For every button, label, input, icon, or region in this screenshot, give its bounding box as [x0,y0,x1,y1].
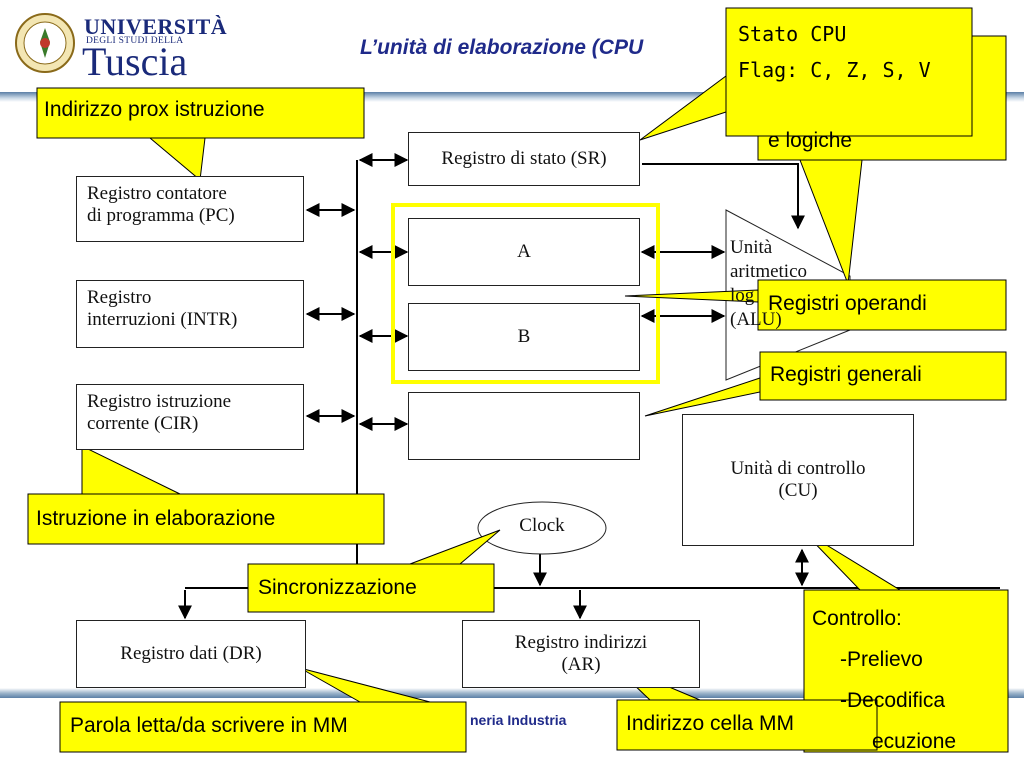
register-b-label: B [517,326,531,347]
callout-cir-pointer [81,445,181,495]
callout-sr-line2: Flag: C, Z, S, V [738,58,931,82]
register-a-label: A [517,241,531,262]
callout-generali-pointer [644,377,761,417]
callout-sync-box [247,563,495,613]
callout-operandi-box [757,279,1007,331]
university-seal-icon [15,13,75,73]
cu-line2: (CU) [778,480,818,501]
footer-bar [0,688,1024,698]
callout-dr-pointer [299,667,431,703]
callout-cu-line4: ecuzione [872,730,957,753]
general-register [408,392,640,460]
callout-dr-box [59,701,467,753]
callout-operandi-text: Registri operandi [768,292,927,315]
alu-label: Unità aritmetico log (ALU) [730,236,840,332]
logo-line1: UNIVERSITÀ [84,14,228,39]
alu-line2: aritmetico [730,261,808,282]
callout-sr-text: Stato CPU Flag: C, Z, S, V [738,16,968,88]
register-a: A [408,218,640,286]
pc-line1: Registro contatore [87,183,227,204]
callout-cu-line2: -Prelievo [840,648,923,671]
callout-sr-line1: Stato CPU [738,22,847,46]
callout-sync-text: Sincronizzazione [258,576,417,599]
pc-line2: di programma (PC) [87,205,235,226]
alu-line4: (ALU) [730,309,782,330]
callout-sr-box [725,7,973,137]
register-b: B [408,303,640,371]
ar-line2: (AR) [561,654,601,675]
alu-line1: Unità [730,237,773,258]
callout-cir-text: Istruzione in elaborazione [36,507,276,530]
callout-dr-text: Parola letta/da scrivere in MM [70,714,348,737]
callout-cu-text: Controllo: -Prelievo -Decodifica ecuzion… [812,598,1004,762]
callout-ar-text: Indirizzo cella MM [626,712,795,735]
current-instruction-register: Registro istruzione corrente (CIR) [76,384,304,450]
intr-line2: interruzioni (INTR) [87,309,238,330]
logo-line2: DEGLI STUDI DELLA [86,36,184,46]
data-register: Registro dati (DR) [76,620,306,688]
callout-operandi-pointer [624,289,759,303]
callout-sr-pointer [639,75,727,141]
data-register-label: Registro dati (DR) [120,643,262,664]
callout-cu-line3: -Decodifica [840,689,946,712]
callout-alu-pointer [799,159,863,285]
cu-line1: Unità di controllo [730,458,866,479]
footer-text: neria Industria [470,712,567,728]
interrupt-register: Registro interruzioni (INTR) [76,280,304,348]
callout-generali-text: Registri generali [770,363,922,386]
control-unit: Unità di controllo (CU) [682,414,914,546]
slide-title: L’unità di elaborazione (CPU [360,36,644,59]
sr-alu-link [642,163,805,230]
callout-cir-box [27,493,385,545]
address-register: Registro indirizzi (AR) [462,620,700,688]
ar-line1: Registro indirizzi [514,632,648,653]
cir-line2: corrente (CIR) [87,413,199,434]
callout-ar-box [616,699,878,751]
program-counter-register: Registro contatore di programma (PC) [76,176,304,242]
cir-line1: Registro istruzione [87,391,232,412]
intr-line1: Registro [87,287,152,308]
callout-pc-text: Indirizzo prox istruzione [44,98,265,121]
operand-highlight-frame [391,203,660,384]
status-register-label: Registro di stato (SR) [441,148,607,169]
callout-generali-box [759,351,1007,401]
clock-label: Clock [519,515,565,536]
status-register: Registro di stato (SR) [408,132,640,186]
clock-shape [477,501,607,555]
callout-pc-pointer [148,137,206,181]
alu-line3: log [730,285,755,306]
callout-pc-box [36,87,365,139]
logo-line3: Tuscia [82,39,188,84]
callout-alu-text: e logiche [768,129,853,152]
header-bar [0,92,1024,102]
callout-cu-line1: Controllo: [812,607,902,630]
callout-sync-pointer [409,529,501,565]
